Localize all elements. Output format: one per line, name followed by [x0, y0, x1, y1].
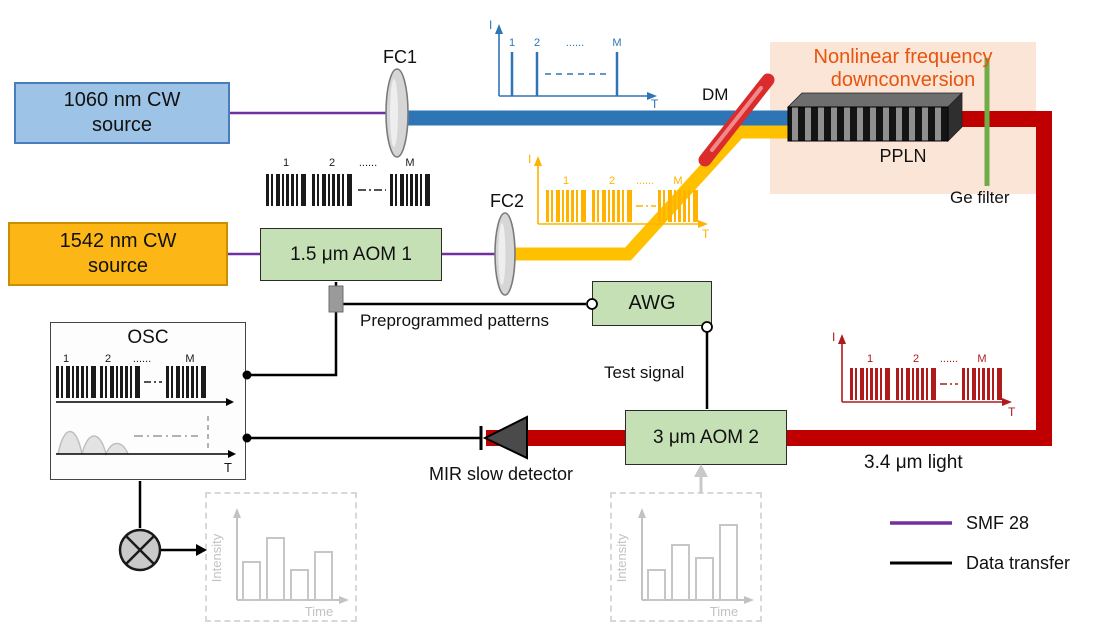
- fc1-label: FC1: [382, 47, 417, 67]
- blue-inset-t-label: T: [651, 97, 659, 111]
- mir-detector-label: MIR slow detector: [428, 464, 574, 484]
- yellow-inset-t-label: T: [702, 227, 710, 241]
- black-inset-label-1: 1: [283, 157, 289, 169]
- left-chart-ylabel: Intensity: [209, 533, 224, 582]
- black-inset-label-dots: ......: [359, 157, 377, 169]
- red-inset-label-dots: ......: [940, 353, 958, 365]
- mixer-symbol: [118, 528, 162, 572]
- blue-inset-label-m: M: [612, 37, 621, 49]
- test-signal-label: Test signal: [604, 363, 685, 382]
- red-inset-i-label: I: [832, 330, 835, 344]
- right-chart-ylabel: Intensity: [614, 533, 629, 582]
- dm-label: DM: [702, 85, 729, 104]
- aom2-box: 3 μm AOM 2: [625, 410, 787, 465]
- red-inset-label-2: 2: [913, 353, 919, 365]
- osc-pulse-labels: 1 2 ...... M: [63, 353, 195, 365]
- black-pattern-inset: 1 2 ...... M: [262, 157, 438, 220]
- yellow-inset-label-2: 2: [609, 175, 615, 187]
- red-pulse-inset: I 1 2 ...... M T: [832, 330, 1022, 419]
- expected-output-chart-left: Intensity Time: [205, 492, 357, 622]
- source-1542-label: 1542 nm CW source: [59, 230, 177, 277]
- left-chart-bars: [242, 537, 333, 601]
- yellow-inset-i-label: I: [528, 152, 531, 166]
- blue-inset-label-dots: ......: [566, 37, 584, 49]
- fc2-lens: [494, 212, 516, 296]
- awg-label: AWG: [628, 292, 676, 314]
- aom1-wire-connector: [328, 285, 344, 313]
- osc-pulse-label-2: 2: [105, 353, 111, 365]
- yellow-inset-label-m: M: [673, 175, 682, 187]
- aom1-label: 1.5 μm AOM 1: [290, 243, 412, 265]
- legend-smf-label: SMF 28: [966, 513, 1030, 533]
- aom1-box: 1.5 μm AOM 1: [260, 228, 442, 281]
- osc-pulse-label-dots: ......: [133, 353, 151, 365]
- fc2-label: FC2: [489, 191, 524, 211]
- osc-pulse-label-m: M: [185, 353, 194, 365]
- osc-screen: 1 2 ...... M T: [50, 353, 236, 475]
- right-chart-bars: [647, 524, 738, 601]
- source-1060-box: 1060 nm CW source: [14, 82, 230, 144]
- right-chart-xlabel: Time: [710, 604, 738, 619]
- left-chart-xlabel: Time: [305, 604, 333, 619]
- source-1060-label: 1060 nm CW source: [63, 89, 181, 136]
- nonlinear-title-line1: Nonlinear frequency: [813, 46, 993, 68]
- osc-slow-trace: T: [56, 415, 236, 475]
- red-inset-t-label: T: [1008, 405, 1016, 419]
- fc1-lens: [385, 68, 409, 158]
- blue-inset-i-label: I: [489, 18, 492, 32]
- ppln-crystal: [787, 92, 963, 142]
- awg-box: AWG: [592, 281, 712, 326]
- yellow-pulse-inset: I 1 2 ...... M T: [528, 152, 714, 241]
- yellow-inset-label-1: 1: [563, 175, 569, 187]
- blue-inset-label-2: 2: [534, 37, 540, 49]
- osc-pulse-train: [56, 382, 234, 406]
- blue-inset-label-1: 1: [509, 37, 515, 49]
- expected-output-chart-right: Intensity Time: [610, 492, 762, 622]
- ppln-label: PPLN: [879, 146, 927, 166]
- chart-to-aom2-arrow: [694, 464, 708, 493]
- red-inset-label-m: M: [977, 353, 986, 365]
- osc-box: OSC 1 2 ...... M T: [50, 322, 246, 480]
- red-inset-label-1: 1: [867, 353, 873, 365]
- nonlinear-title-line2: downconversion: [830, 69, 976, 91]
- source-1542-box: 1542 nm CW source: [8, 222, 228, 286]
- mir-light-label: 3.4 μm light: [864, 452, 963, 473]
- mir-detector-symbol: [479, 415, 528, 460]
- blue-pulse-inset: I 1 2 ...... M T: [489, 18, 659, 111]
- legend-data-label: Data transfer: [966, 553, 1071, 573]
- ge-filter-label: Ge filter: [950, 188, 1010, 207]
- wire-aom1-to-osc: [247, 282, 338, 377]
- osc-title: OSC: [127, 327, 169, 348]
- mixer-to-chart-arrow: [161, 544, 207, 556]
- black-inset-label-m: M: [405, 157, 414, 169]
- osc-pulse-label-1: 1: [63, 353, 69, 365]
- osc-t-label: T: [224, 460, 232, 475]
- aom2-label: 3 μm AOM 2: [653, 426, 759, 448]
- nonlinear-region-title: Nonlinear frequency downconversion: [772, 46, 1034, 92]
- yellow-inset-label-dots: ......: [636, 175, 654, 187]
- preprogrammed-patterns-label: Preprogrammed patterns: [360, 311, 549, 330]
- black-inset-label-2: 2: [329, 157, 335, 169]
